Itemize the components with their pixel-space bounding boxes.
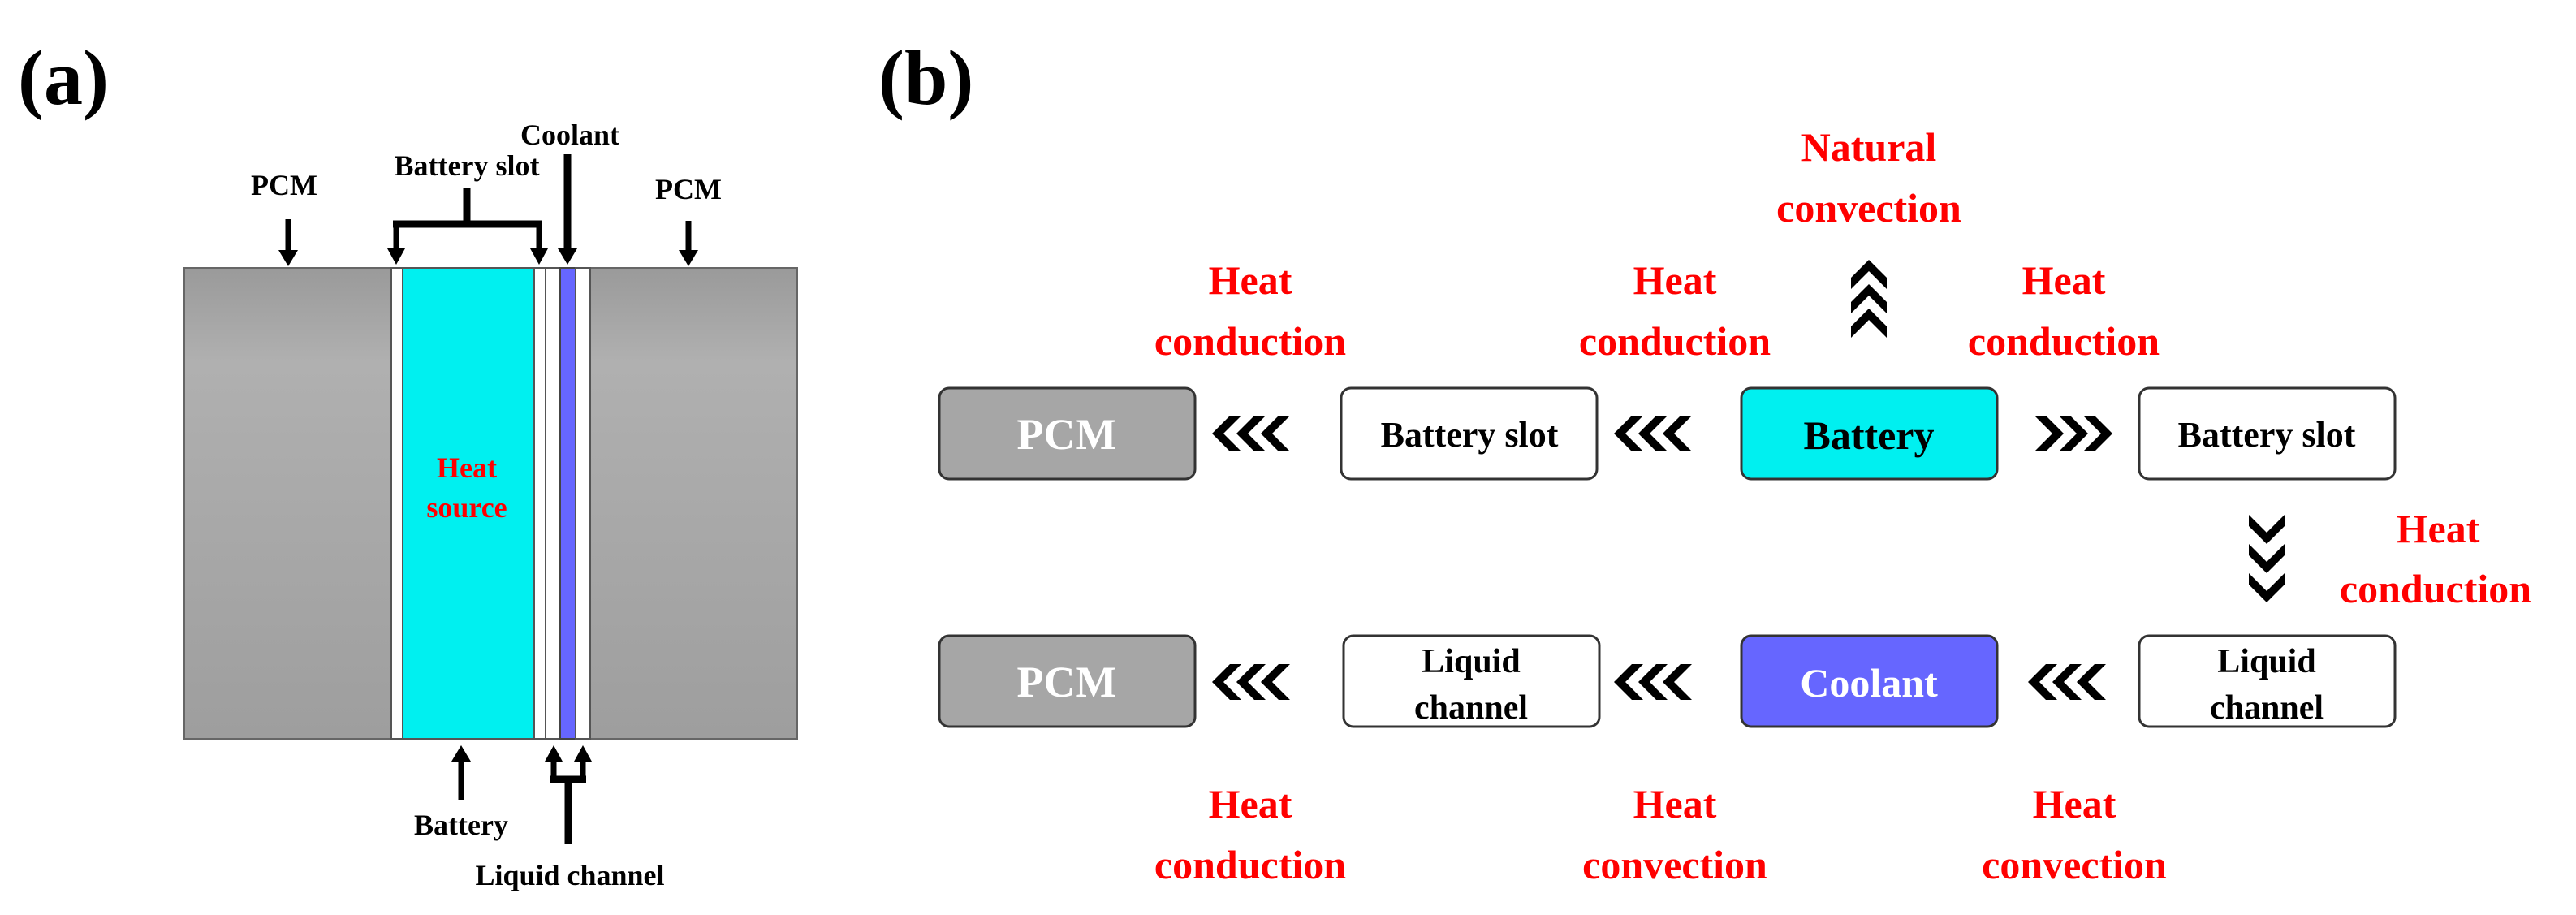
pcm-right-arrow (679, 221, 698, 266)
battery-slot-right (533, 267, 546, 740)
pcm-left-arrow (278, 219, 298, 266)
pcm-block-left (183, 267, 392, 740)
battery-label: Battery (414, 809, 508, 841)
box-pcm-row1-label: PCM (1017, 410, 1117, 459)
box-battery (1740, 386, 1999, 481)
bottom-mid-convection: convection (1582, 842, 1767, 887)
liquid-channel-bracket (545, 745, 592, 844)
box-pcm-row1 (938, 386, 1197, 481)
chevrons-row2-channel-coolant (1614, 664, 1692, 700)
bottom-right-convection: convection (1982, 842, 2167, 887)
side-conduction: conduction (2340, 566, 2531, 611)
box-coolant (1740, 634, 1999, 728)
natural-line2: convection (1776, 185, 1961, 231)
panel-b-label: (b) (878, 34, 973, 121)
coolant-arrow (558, 154, 577, 265)
battery-slot-bracket (387, 188, 548, 265)
battery-cell (402, 267, 535, 740)
box-liquid-channel-right (2138, 634, 2397, 728)
box-liquid-channel-right-line2: channel (2210, 689, 2324, 727)
box-battery-slot-right (2138, 386, 2397, 481)
box-liquid-channel-left (1342, 634, 1601, 728)
top-right-heat: Heat (2022, 257, 2106, 303)
chevrons-row2-pcm-channel (1212, 664, 1290, 700)
liquid-channel-wall-left (545, 267, 561, 740)
chevrons-row1-slot-battery (1614, 416, 1692, 451)
coolant-label: Coolant (520, 119, 619, 151)
bottom-mid-heat: Heat (1633, 781, 1717, 827)
top-mid-conduction: conduction (1579, 318, 1771, 364)
top-right-conduction: conduction (1968, 318, 2160, 364)
panel-b: (b) PCM Battery slot Battery Battery slo… (878, 34, 2531, 887)
panel-a-label: (a) (18, 34, 109, 121)
coolant-channel (559, 267, 576, 740)
box-liquid-channel-left-line1: Liquid (1422, 643, 1520, 680)
bottom-left-heat: Heat (1209, 781, 1292, 827)
box-liquid-channel-left-line2: channel (1414, 689, 1528, 727)
chevrons-row1-pcm-slot (1212, 416, 1290, 451)
box-battery-slot-right-label: Battery slot (2178, 415, 2356, 455)
chevrons-natural-convection (1851, 260, 1887, 338)
pcm-block-right (589, 267, 798, 740)
chevrons-row2-coolant-channel (2028, 664, 2106, 700)
heat-source-line2: source (426, 491, 507, 524)
panel-a: (a) Heat source PCM PCM Battery slot (18, 34, 798, 891)
heat-source-line1: Heat (437, 451, 497, 484)
liquid-channel-wall-right (575, 267, 591, 740)
battery-arrow (451, 745, 471, 800)
box-liquid-channel-right-line1: Liquid (2217, 643, 2315, 680)
top-left-conduction: conduction (1154, 318, 1346, 364)
natural-line1: Natural (1801, 124, 1937, 170)
box-coolant-label: Coolant (1800, 660, 1938, 706)
pcm-right-label: PCM (655, 173, 722, 205)
top-left-heat: Heat (1209, 257, 1292, 303)
battery-slot-left (390, 267, 403, 740)
top-mid-heat: Heat (1633, 257, 1717, 303)
chevrons-row1-battery-slot (2034, 416, 2112, 451)
box-battery-slot-left (1340, 386, 1599, 481)
box-battery-slot-left-label: Battery slot (1381, 415, 1559, 455)
bottom-right-heat: Heat (2033, 781, 2116, 827)
chevrons-slot-to-channel (2249, 515, 2285, 602)
liquid-channel-label: Liquid channel (475, 859, 664, 891)
box-pcm-row2 (938, 634, 1197, 728)
battery-slot-label: Battery slot (395, 149, 540, 182)
bottom-left-conduction: conduction (1154, 842, 1346, 887)
box-battery-label: Battery (1803, 412, 1934, 458)
pcm-left-label: PCM (251, 169, 317, 201)
box-pcm-row2-label: PCM (1017, 658, 1117, 706)
side-heat: Heat (2397, 506, 2480, 551)
